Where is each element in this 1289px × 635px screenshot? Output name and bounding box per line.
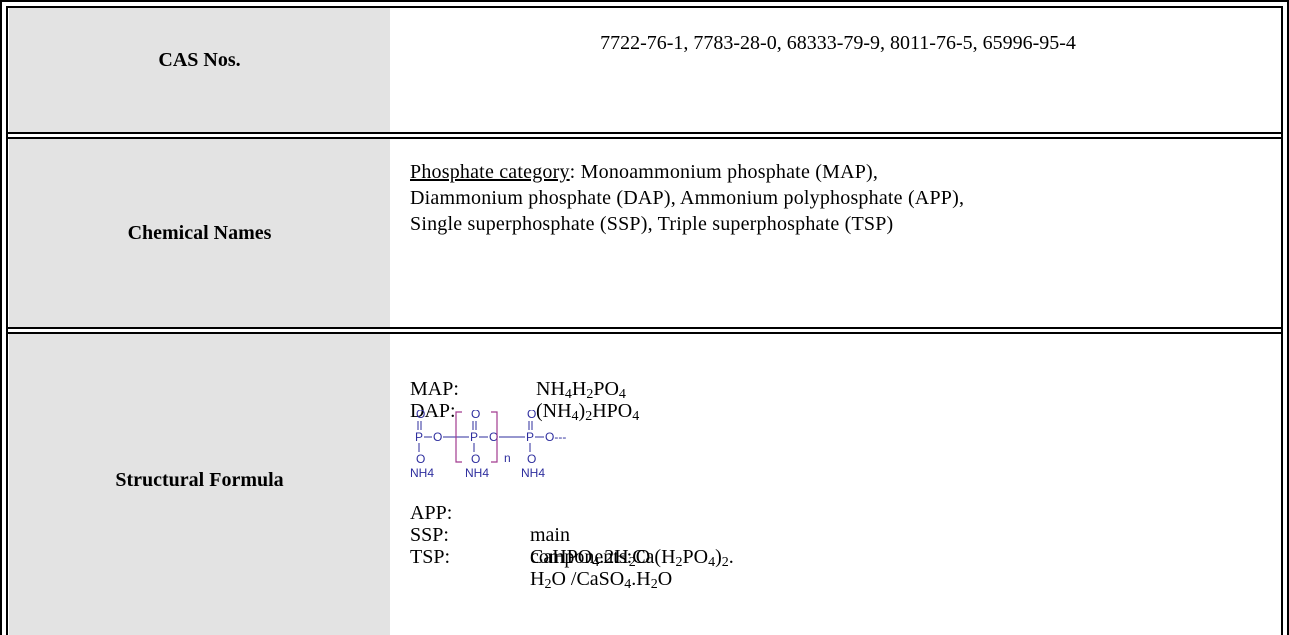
names-value-cell: Phosphate category: Monoammonium phospha… xyxy=(396,139,1280,327)
app-o-top-2: O xyxy=(471,410,480,421)
app-o-bottom-1: O xyxy=(416,452,425,466)
names-line-3: Single superphosphate (SSP), Triple supe… xyxy=(410,213,894,235)
app-p-1: P xyxy=(415,430,423,444)
app-tail: O--- xyxy=(545,430,566,444)
map-formula: NH4H2PO4 xyxy=(536,378,626,402)
names-line-2: Diammonium phosphate (DAP), Ammonium pol… xyxy=(410,187,965,209)
structural-label: Structural Formula xyxy=(115,469,284,491)
row-divider-1b xyxy=(8,137,1281,139)
tsp-formula: CaHPO4.2H2O xyxy=(530,546,651,570)
names-line-1: Phosphate category: Monoammonium phospha… xyxy=(410,161,879,183)
app-o-bottom-3: O xyxy=(527,452,536,466)
app-o-bridge-2: O xyxy=(489,430,498,444)
app-o-bridge-1: O xyxy=(433,430,442,444)
row-divider-2a xyxy=(8,327,1281,329)
app-right-bracket xyxy=(491,411,498,463)
structural-value-cell: MAP: NH4H2PO4 DAP: (NH4)2HPO4 APP: SSP: … xyxy=(396,334,1280,635)
names-label: Chemical Names xyxy=(127,221,272,244)
ssp-formula: main components:Ca(H2PO4)2. H2O /CaSO4.H… xyxy=(530,524,734,592)
row-divider-1a xyxy=(8,132,1281,134)
app-left-bracket xyxy=(455,411,462,463)
table-inner-border xyxy=(6,6,1283,635)
cas-label: CAS Nos. xyxy=(158,48,241,71)
structural-label-cell: Structural Formula xyxy=(9,334,390,635)
row-divider-2b xyxy=(8,332,1281,334)
cas-value: 7722-76-1, 7783-28-0, 68333-79-9, 8011-7… xyxy=(600,32,1076,54)
app-o-top-3: O xyxy=(527,410,536,421)
app-nh4-2: NH4 xyxy=(465,466,489,480)
chemical-names-text: Phosphate category: Monoammonium phospha… xyxy=(410,159,964,237)
app-p-3: P xyxy=(526,430,534,444)
app-p-2: P xyxy=(470,430,478,444)
cas-value-cell: 7722-76-1, 7783-28-0, 68333-79-9, 8011-7… xyxy=(396,8,1280,132)
dap-formula: (NH4)2HPO4 xyxy=(536,400,640,424)
app-structure-diagram: O P O O NH4 O P O O NH4 O P O--- O NH4 n xyxy=(410,410,566,480)
app-nh4-1: NH4 xyxy=(410,466,434,480)
app-nh4-3: NH4 xyxy=(521,466,545,480)
app-o-bottom-2: O xyxy=(471,452,480,466)
app-o-top-1: O xyxy=(416,410,425,421)
names-label-cell: Chemical Names xyxy=(9,139,390,327)
phosphate-category-label: Phosphate category xyxy=(410,161,570,183)
cas-label-cell: CAS Nos. xyxy=(9,8,390,132)
app-n-subscript: n xyxy=(504,451,511,465)
